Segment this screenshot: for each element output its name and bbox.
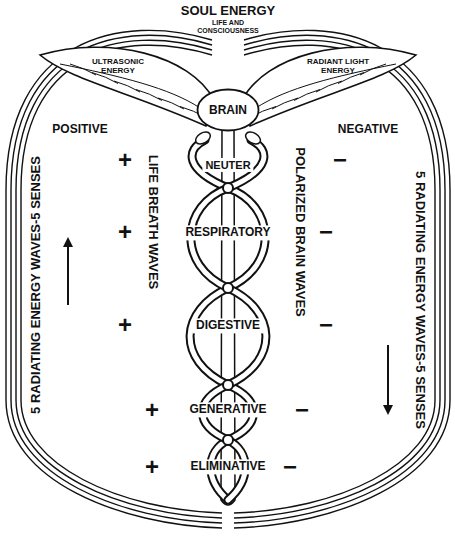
side-wave-label: 5 RADIATING ENERGY WAVES-5 SENSES <box>29 156 43 414</box>
knot <box>223 183 233 193</box>
wave-label: POLARIZED BRAIN WAVES <box>293 147 307 317</box>
system-label: ELIMINATIVE <box>187 459 268 474</box>
snake-heads <box>194 130 263 147</box>
energy-loop <box>21 45 222 513</box>
system-label: GENERATIVE <box>186 402 269 417</box>
polarity-label: NEGATIVE <box>338 123 398 136</box>
feather <box>294 90 320 101</box>
energy-loop <box>16 40 222 518</box>
wings <box>40 47 416 126</box>
energy-loop <box>6 30 222 528</box>
oval-shape <box>198 90 259 131</box>
knot <box>223 380 233 390</box>
flow-arrow-up <box>67 242 69 305</box>
wing-label: ULTRASONIC ENERGY <box>85 58 151 76</box>
snake-right-body <box>191 140 266 500</box>
diagram-title: SOUL ENERGY <box>181 4 275 18</box>
system-label: DIGESTIVE <box>193 318 263 333</box>
snake-left <box>190 140 265 500</box>
minus-sign: − <box>295 397 309 423</box>
energy-loop <box>234 30 450 528</box>
feather <box>272 98 298 109</box>
minus-sign: − <box>333 147 347 173</box>
feather <box>316 81 342 92</box>
minus-sign: − <box>319 312 333 338</box>
subtitle: LIFE AND CONSCIOUSNESS <box>192 19 264 34</box>
knot <box>223 435 233 445</box>
plus-sign: + <box>118 219 132 245</box>
minus-sign: − <box>283 454 297 480</box>
minus-sign: − <box>319 219 333 245</box>
node-text: BRAIN <box>209 103 247 117</box>
energy-loop <box>234 40 440 518</box>
energy-loop <box>11 35 222 523</box>
plus-sign: + <box>118 312 132 338</box>
snake-head <box>244 130 263 147</box>
right-wing <box>242 47 416 126</box>
polarity-label: POSITIVE <box>52 123 107 136</box>
brain-oval: BRAIN <box>196 88 260 132</box>
snakes <box>190 140 266 500</box>
knot <box>223 283 233 293</box>
energy-loop <box>234 35 445 523</box>
snake-left-body <box>190 140 265 500</box>
plus-sign: + <box>118 147 132 173</box>
feather <box>158 98 184 109</box>
energy-loops <box>6 30 450 528</box>
energy-loop <box>234 45 435 513</box>
system-label: RESPIRATORY <box>182 225 273 240</box>
plus-sign: + <box>145 454 159 480</box>
snake-head <box>194 130 213 147</box>
snake-right <box>191 140 266 500</box>
wing-label: RADIANT LIGHT ENERGY <box>302 58 374 76</box>
side-wave-label: 5 RADIATING ENERGY WAVES-5 SENSES <box>413 171 427 429</box>
left-wing <box>40 47 214 126</box>
flow-arrow-down <box>387 345 389 410</box>
feather <box>136 90 162 101</box>
plus-sign: + <box>145 397 159 423</box>
feather <box>114 81 140 92</box>
wave-label: LIFE BREATH WAVES <box>146 155 160 290</box>
system-label: NEUTER <box>202 158 253 172</box>
